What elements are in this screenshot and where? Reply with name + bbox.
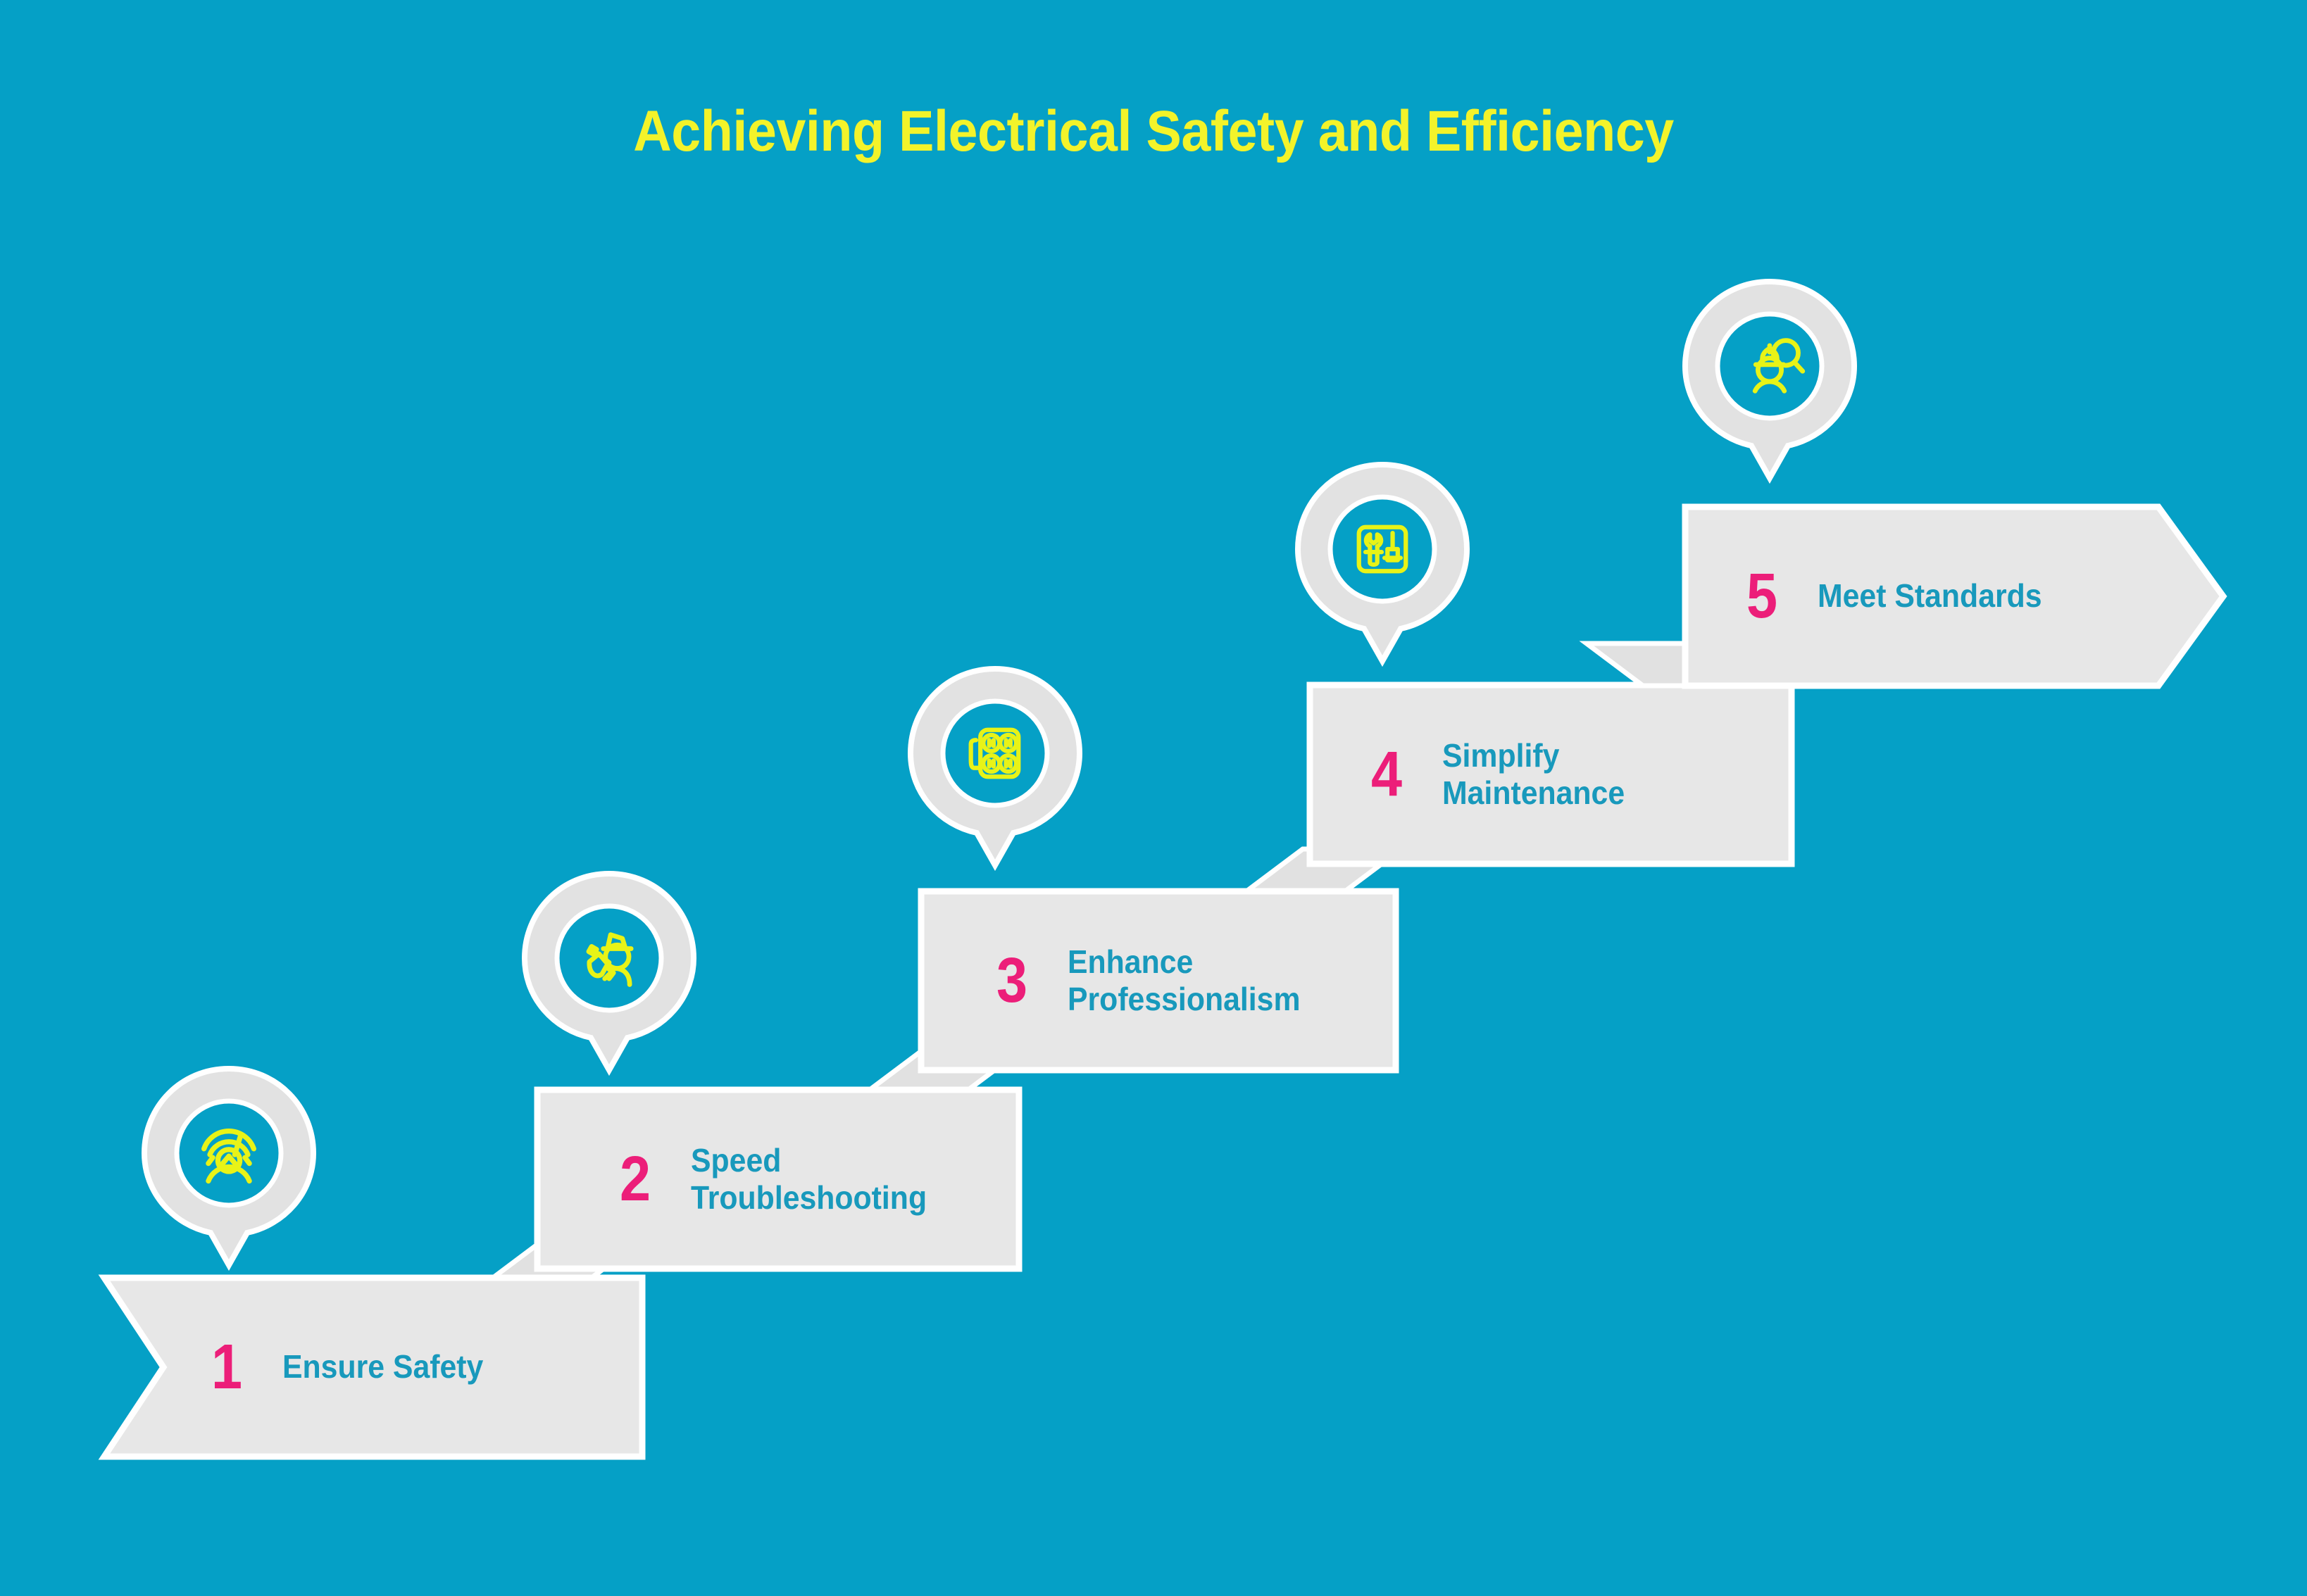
safety-shield-person-icon bbox=[201, 1129, 256, 1184]
banner-shape-ribbon-left-notch bbox=[98, 1233, 656, 1460]
step-pin-5[interactable] bbox=[1678, 276, 1861, 484]
step-banner-3[interactable]: 3 Enhance Professionalism bbox=[915, 846, 1409, 1076]
banner-shape-ribbon-rect bbox=[534, 1045, 1032, 1272]
step-banner-5[interactable]: 5 Meet Standards bbox=[1579, 501, 2229, 691]
electrician-worker-icon bbox=[586, 932, 634, 987]
step-banner-2[interactable]: 2 Speed Troubleshooting bbox=[532, 1045, 1032, 1274]
step-pin-1[interactable] bbox=[137, 1063, 320, 1271]
step-pin-3[interactable] bbox=[904, 663, 1087, 872]
pin-shape-4 bbox=[1294, 461, 1470, 667]
banner-shape-ribbon-rect bbox=[918, 846, 1409, 1074]
step-banner-4[interactable]: 4 Simplify Maintenance bbox=[1304, 640, 1805, 869]
inspector-magnifier-icon bbox=[1752, 338, 1806, 394]
power-outlet-strip-icon bbox=[968, 727, 1021, 779]
banner-shape-ribbon-right-arrow bbox=[1579, 503, 2227, 689]
step-banner-1[interactable]: 1 Ensure Safety bbox=[98, 1233, 656, 1462]
toolbox-wrench-screwdriver-icon bbox=[1356, 524, 1408, 574]
step-pin-2[interactable] bbox=[518, 868, 701, 1076]
step-pin-4[interactable] bbox=[1291, 459, 1474, 667]
banner-shape-ribbon-rect bbox=[1306, 640, 1805, 867]
page-title: Achieving Electrical Safety and Efficien… bbox=[633, 99, 1674, 163]
pin-shape-3 bbox=[907, 665, 1083, 872]
